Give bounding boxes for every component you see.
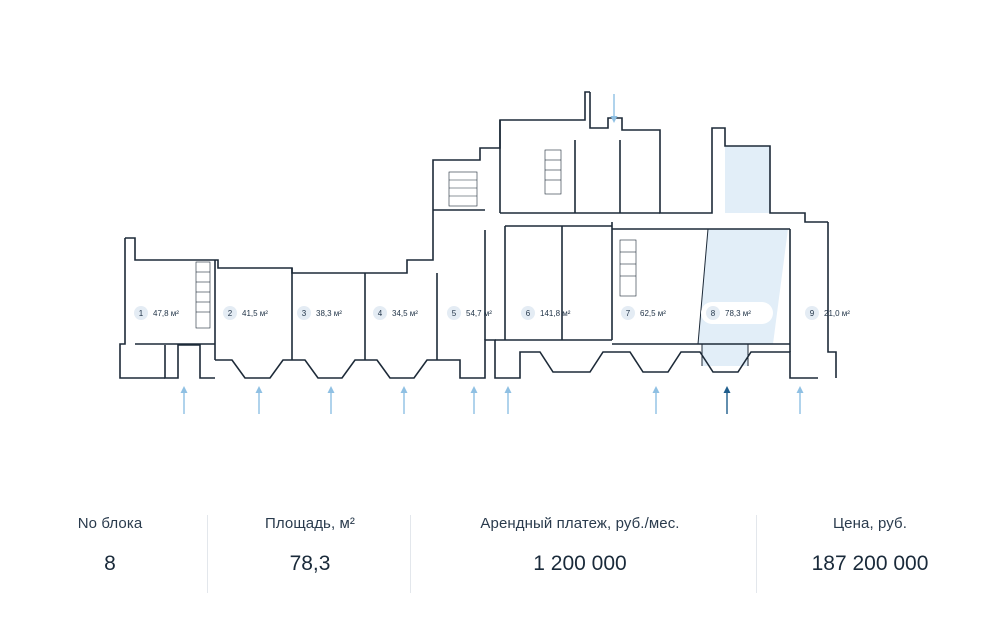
divider (756, 515, 757, 593)
block-area-text: 47,8 м² (153, 309, 179, 318)
block-number-badge (447, 306, 461, 320)
block-number-badge (223, 306, 237, 320)
price-column: Цена, руб. 187 200 000 (780, 515, 960, 576)
block-label-9[interactable]: 9 21,0 м² (805, 306, 850, 320)
block-number-badge (134, 306, 148, 320)
floor-plan: 1 47,8 м² 2 41,5 м² 3 38,3 м² 4 34,5 м² 5 54,7 м²… (119, 91, 850, 414)
block-number-badge (297, 306, 311, 320)
block-label-7[interactable]: 7 62,5 м² (621, 306, 666, 320)
area-column: Площадь, м² 78,3 (225, 515, 395, 576)
block-label-3[interactable]: 3 38,3 м² (297, 306, 342, 320)
block-area-text: 62,5 м² (640, 309, 666, 318)
block-number-badge (373, 306, 387, 320)
divider (207, 515, 208, 593)
block-area-text: 38,3 м² (316, 309, 342, 318)
entrance-arrow-icon (255, 386, 263, 414)
block-number-value: 8 (104, 552, 116, 575)
selected-unit-walls (697, 228, 749, 366)
entrance-arrow-icon (504, 386, 512, 414)
entrance-arrow-icon (652, 386, 660, 414)
block-number-text: 7 (626, 309, 631, 318)
entrance-arrow-icon (610, 94, 618, 123)
info-panel: No блока 8 Площадь, м² 78,3 Арендный пла… (0, 515, 1000, 605)
block-label-4[interactable]: 4 34,5 м² (373, 306, 418, 320)
block-number-text: 5 (452, 309, 457, 318)
block-number-text: 8 (711, 309, 716, 318)
block-number-badge (805, 306, 819, 320)
area-value: 78,3 (289, 552, 331, 575)
rent-label: Арендный платеж, руб./мес. (480, 515, 680, 532)
rent-value: 1 200 000 (533, 552, 627, 575)
block-number-badge (621, 306, 635, 320)
block-label-6[interactable]: 6 141,8 м² (521, 306, 571, 320)
block-number-badge (521, 306, 535, 320)
block-area-text: 34,5 м² (392, 309, 418, 318)
entrance-arrow-icon (470, 386, 478, 414)
block-number-text: 6 (526, 309, 531, 318)
block-number-text: 9 (810, 309, 815, 318)
block-label-5[interactable]: 5 54,7 м² (447, 306, 492, 320)
block-label-2[interactable]: 2 41,5 м² (223, 306, 268, 320)
entrance-arrows (180, 94, 804, 414)
entrance-arrow-icon (723, 386, 731, 414)
divider (410, 515, 411, 593)
block-number-text: 4 (378, 309, 383, 318)
block-number-text: 1 (139, 309, 144, 318)
block-labels: 1 47,8 м² 2 41,5 м² 3 38,3 м² 4 34,5 м² 5 54,7 м²… (134, 302, 850, 324)
block-label-1[interactable]: 1 47,8 м² (134, 306, 179, 320)
block-area-text: 41,5 м² (242, 309, 268, 318)
price-value: 187 200 000 (811, 552, 929, 575)
block-number-column: No блока 8 (40, 515, 180, 576)
price-label: Цена, руб. (832, 515, 907, 532)
block-area-text: 54,7 м² (466, 309, 492, 318)
block-area-text: 141,8 м² (540, 309, 571, 318)
selected-block-pill (701, 302, 773, 324)
building-walls (119, 91, 837, 379)
staircases (195, 149, 637, 329)
block-number-text: 3 (302, 309, 307, 318)
block-label-8[interactable]: 8 78,3 м² (701, 302, 773, 324)
block-area-text: 78,3 м² (725, 309, 751, 318)
entrance-arrow-icon (327, 386, 335, 414)
block-number-label: No блока (77, 515, 143, 532)
entrance-arrow-icon (796, 386, 804, 414)
entrance-arrow-icon (400, 386, 408, 414)
block-area-text: 21,0 м² (824, 309, 850, 318)
entrance-arrow-icon (180, 386, 188, 414)
rent-column: Арендный платеж, руб./мес. 1 200 000 (440, 515, 720, 576)
block-number-text: 2 (228, 309, 233, 318)
area-label: Площадь, м² (264, 515, 356, 532)
block-number-badge (706, 306, 720, 320)
